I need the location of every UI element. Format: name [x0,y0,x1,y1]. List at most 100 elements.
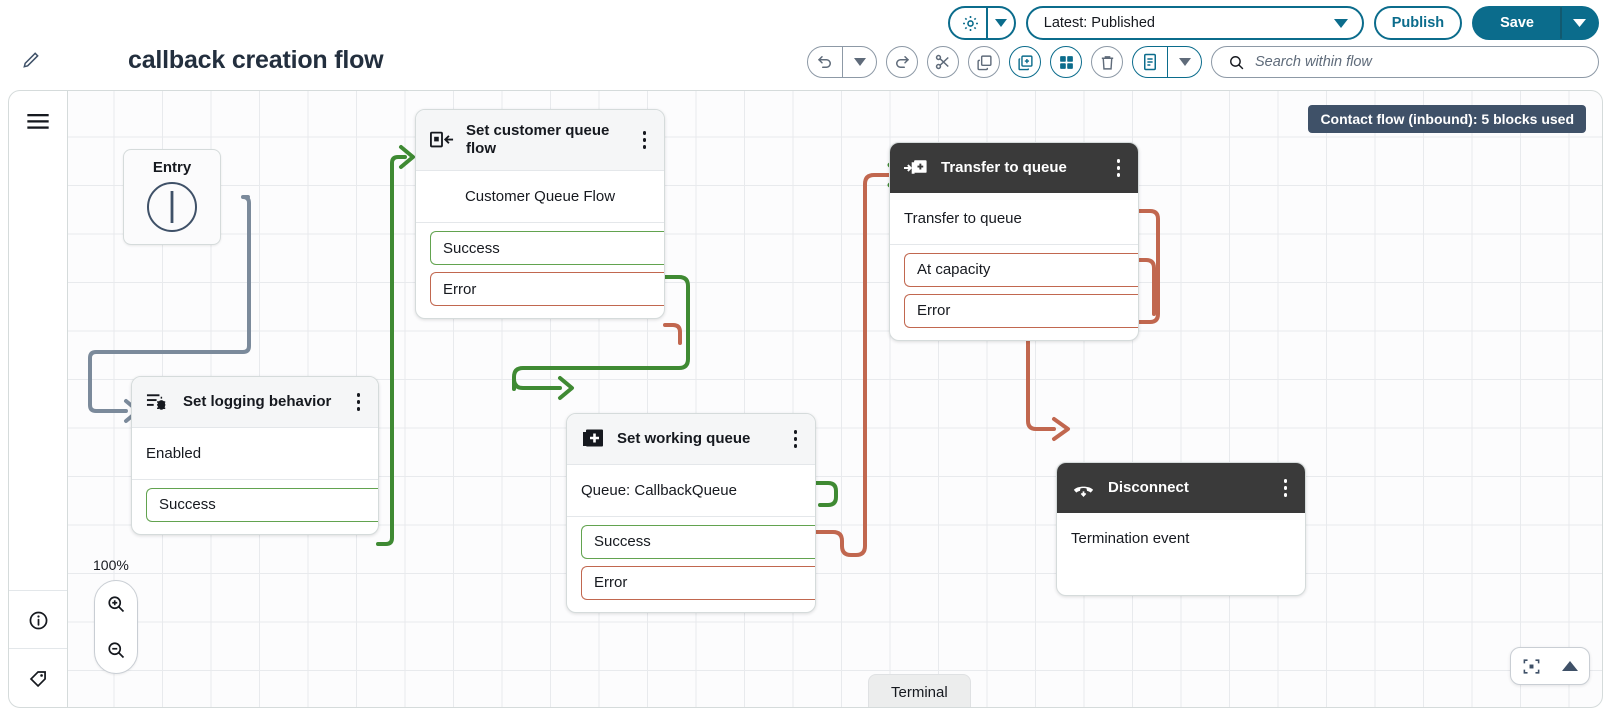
info-circle-icon [29,611,47,629]
rail-divider [9,648,67,649]
flow-canvas[interactable]: Entry Set customer queue flow Customer Q… [68,90,1603,708]
node-header[interactable]: Disconnect [1057,463,1305,513]
zoom-out-button[interactable] [96,628,136,672]
node-header[interactable]: Set customer queue flow [416,110,664,171]
node-body: Enabled [132,428,378,480]
node-menu-button[interactable] [788,426,804,452]
tag-icon [29,670,46,687]
node-menu-button[interactable] [1111,155,1127,181]
node-transfer-to-queue[interactable]: Transfer to queue Transfer to queue At c… [889,142,1139,341]
disconnect-phone-icon [1073,486,1094,497]
sidebar-item-tags[interactable] [9,649,67,707]
undo-split-button [807,46,877,78]
magnifier-minus-icon [108,642,125,659]
rail-divider [9,590,67,591]
edit-toolbar [807,46,1599,78]
undo-dropdown-caret[interactable] [842,47,876,77]
save-button[interactable]: Save [1472,6,1561,40]
trash-icon[interactable] [1091,46,1123,78]
node-menu-button[interactable] [637,127,653,153]
node-ports: Success Error [567,517,815,612]
blocks-used-badge: Contact flow (inbound): 5 blocks used [1308,105,1586,133]
node-header[interactable]: Set logging behavior [132,377,378,428]
left-rail [8,90,68,708]
search-icon [1230,55,1244,69]
node-body: Customer Queue Flow [416,171,664,223]
expand-panel-button[interactable] [1558,657,1582,675]
entry-node[interactable]: Entry [123,149,221,245]
top-bar: Latest: Published Publish Save [0,0,1611,88]
node-body: Termination event [1071,529,1190,547]
sidebar-item-info[interactable] [9,591,67,649]
node-ports: Success Error [416,223,664,318]
hamburger-menu-icon [27,114,49,129]
settings-split-button[interactable] [947,6,1016,40]
zoom-in-button[interactable] [96,582,136,626]
version-select-value: Latest: Published [1043,15,1155,31]
top-actions-row: Latest: Published Publish Save [947,6,1599,40]
transfer-to-queue-icon [904,160,927,174]
scissors-icon[interactable] [927,46,959,78]
save-dropdown-caret[interactable] [1561,6,1599,40]
set-logging-behavior-icon [146,394,166,410]
port-error[interactable]: Error [430,272,664,306]
edit-pencil-icon[interactable] [14,43,48,77]
node-title: Set customer queue flow [466,122,610,157]
set-customer-queue-flow-icon [430,131,454,148]
copy-icon[interactable] [968,46,1000,78]
sidebar-item-menu[interactable] [9,93,67,151]
flow-title-row: callback creation flow [14,42,384,78]
node-title: Set logging behavior [183,392,332,410]
set-working-queue-icon [583,429,603,447]
search-input-wrapper[interactable] [1211,46,1599,78]
grid-icon[interactable] [1050,46,1082,78]
triangle-up-icon [1562,661,1579,671]
zoom-controls [94,580,138,674]
node-set-customer-queue-flow[interactable]: Set customer queue flow Customer Queue F… [415,109,665,319]
canvas-view-controls [1510,647,1590,685]
port-success[interactable]: Success [581,524,815,559]
node-header[interactable]: Set working queue [567,414,815,465]
port-at-capacity[interactable]: At capacity [904,252,1138,287]
chevron-down-icon [1333,18,1348,28]
port-error[interactable]: Error [904,293,1138,328]
node-header[interactable]: Transfer to queue [890,143,1138,193]
node-disconnect[interactable]: Disconnect Termination event [1056,462,1306,596]
node-set-working-queue[interactable]: Set working queue Queue: CallbackQueue S… [566,413,816,613]
entry-label: Entry [152,159,192,176]
add-block-icon[interactable] [1009,46,1041,78]
port-error[interactable]: Error [581,565,815,600]
node-set-logging-behavior[interactable]: Set logging behavior Enabled Success [131,376,379,535]
notes-icon[interactable] [1133,47,1167,77]
redo-arrow-icon[interactable] [886,46,918,78]
node-menu-button[interactable] [1278,475,1294,501]
notes-split-button [1132,46,1202,78]
port-success[interactable]: Success [146,487,378,522]
port-success[interactable]: Success [430,231,664,265]
node-title: Disconnect [1108,478,1189,496]
redacted-title-prefix [58,42,126,78]
node-body: Transfer to queue [890,193,1138,245]
node-title: Set working queue [617,429,751,447]
publish-button[interactable]: Publish [1373,6,1463,40]
terminal-tab[interactable]: Terminal [868,674,971,707]
notes-dropdown-caret[interactable] [1167,47,1201,77]
node-ports: At capacity Error [890,245,1138,340]
fit-to-screen-button[interactable] [1518,653,1545,680]
node-menu-button[interactable] [351,389,367,415]
undo-arrow-icon[interactable] [808,47,842,77]
search-input[interactable] [1255,54,1582,70]
fit-to-screen-icon [1523,658,1540,674]
settings-dropdown-caret[interactable] [985,8,1014,38]
save-split-button: Save [1472,6,1599,40]
connector-edges [88,145,1160,557]
gear-icon[interactable] [950,8,986,38]
entry-circle-icon [147,182,197,232]
version-select[interactable]: Latest: Published [1025,6,1364,40]
magnifier-plus-icon [108,596,125,613]
node-ports: Success [132,480,378,534]
page-title: callback creation flow [128,45,384,74]
zoom-level-label: 100% [93,557,129,573]
node-body: Queue: CallbackQueue [567,465,815,517]
